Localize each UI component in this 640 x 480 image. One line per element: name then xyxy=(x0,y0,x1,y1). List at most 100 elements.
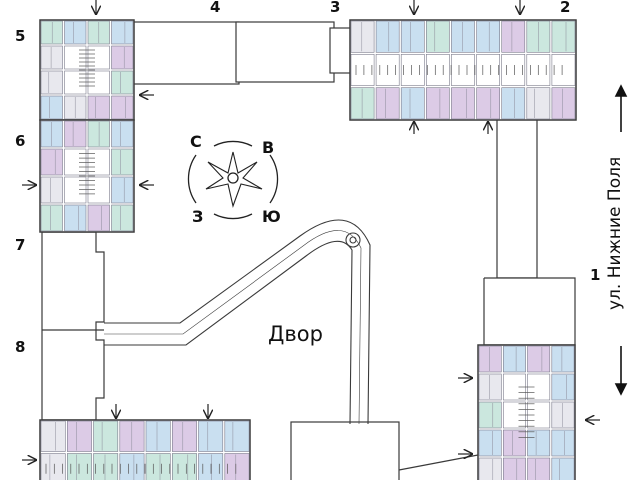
apartment-cell xyxy=(551,20,576,53)
compass-rose-icon xyxy=(187,140,279,220)
apartment-cell xyxy=(93,453,119,480)
apartment-cell xyxy=(375,87,400,120)
apartment-cell xyxy=(64,204,87,232)
apartment-cell xyxy=(93,420,119,452)
section-label-8: 8 xyxy=(15,338,26,356)
apartment-cell xyxy=(40,453,66,480)
apartment-cell xyxy=(145,420,171,452)
apartment-cell xyxy=(478,457,502,480)
apartment-cell xyxy=(67,453,92,480)
apartment-cell xyxy=(502,345,526,373)
apartment-cell xyxy=(40,148,63,176)
apartment-blocks xyxy=(39,19,577,480)
apartment-cell xyxy=(40,70,63,95)
apartment-cell xyxy=(87,120,110,148)
apartment-cell xyxy=(478,345,502,373)
apartment-cell xyxy=(87,204,110,232)
apartment-cell xyxy=(172,453,197,480)
apartment-cell xyxy=(527,345,551,373)
apartment-cell xyxy=(478,429,502,457)
stair-core xyxy=(64,176,87,204)
apartment-cell xyxy=(476,87,501,120)
apartment-cell xyxy=(64,120,87,148)
apartment-cell xyxy=(224,420,250,452)
apartment-cell xyxy=(551,457,575,480)
stair-core xyxy=(350,53,375,86)
apartment-cell xyxy=(400,87,425,120)
compass-north-label: С xyxy=(190,132,202,151)
apartment-cell xyxy=(425,87,450,120)
apartment-cell xyxy=(451,87,475,120)
apartment-cell xyxy=(551,87,576,120)
section-label-3: 3 xyxy=(330,0,341,16)
entrance-arrows xyxy=(22,0,600,460)
yard-label: Двор xyxy=(268,322,323,346)
apartment-cell xyxy=(119,453,145,480)
yard-path xyxy=(104,219,371,425)
apartment-cell xyxy=(111,148,134,176)
section-7-8-outline xyxy=(41,231,105,421)
apartment-cell xyxy=(350,87,375,120)
stair-core xyxy=(425,53,450,86)
compass-east-label: В xyxy=(262,138,275,157)
stair-core xyxy=(64,148,87,176)
yard-building xyxy=(290,421,479,480)
apartment-cell xyxy=(40,420,66,452)
apartment-cell xyxy=(501,20,526,53)
stair-core xyxy=(87,70,110,95)
apartment-cell xyxy=(40,120,63,148)
section-label-2: 2 xyxy=(560,0,571,16)
apartment-cell xyxy=(64,20,87,45)
apartment-cell xyxy=(111,20,134,45)
apartment-cell xyxy=(502,457,526,480)
apartment-cell xyxy=(40,45,63,70)
apartment-cell xyxy=(478,401,502,429)
apartment-cell xyxy=(111,176,134,204)
apartment-cell xyxy=(451,20,475,53)
apartment-cell xyxy=(40,95,63,120)
apartment-cell xyxy=(40,204,63,232)
street-label: ул. Нижние Поля xyxy=(605,156,625,310)
apartment-cell xyxy=(375,20,400,53)
apartment-cell xyxy=(111,70,134,95)
apartment-cell xyxy=(224,453,250,480)
apartment-cell xyxy=(87,95,110,120)
apartment-cell xyxy=(111,120,134,148)
apartment-cell xyxy=(425,20,450,53)
apartment-cell xyxy=(551,429,575,457)
stair-core xyxy=(476,53,501,86)
apartment-cell xyxy=(111,45,134,70)
section-1-outline xyxy=(483,117,576,346)
stair-core xyxy=(551,53,576,86)
apartment-cell xyxy=(111,95,134,120)
section-label-5: 5 xyxy=(15,27,26,45)
apartment-cell xyxy=(551,345,575,373)
apartment-cell xyxy=(527,429,551,457)
apartment-cell xyxy=(526,87,551,120)
apartment-cell xyxy=(502,429,526,457)
stair-core xyxy=(64,45,87,70)
apartment-cell xyxy=(350,20,375,53)
apartment-cell xyxy=(501,87,526,120)
stair-core xyxy=(451,53,475,86)
apartment-cell xyxy=(476,20,501,53)
compass-west-label: З xyxy=(192,207,204,226)
stair-core xyxy=(87,176,110,204)
apartment-cell xyxy=(172,420,197,452)
apartment-cell xyxy=(40,176,63,204)
apartment-cell xyxy=(145,453,171,480)
apartment-cell xyxy=(40,20,63,45)
stair-core xyxy=(64,70,87,95)
apartment-cell xyxy=(198,420,224,452)
apartment-cell xyxy=(111,204,134,232)
apartment-cell xyxy=(478,373,502,401)
stair-core xyxy=(501,53,526,86)
section-label-1: 1 xyxy=(590,266,601,284)
section-label-6: 6 xyxy=(15,132,26,150)
stair-core xyxy=(87,45,110,70)
section-label-7: 7 xyxy=(15,236,26,254)
apartment-cell xyxy=(527,457,551,480)
apartment-cell xyxy=(67,420,92,452)
street-direction-arrow-icon xyxy=(614,84,628,396)
